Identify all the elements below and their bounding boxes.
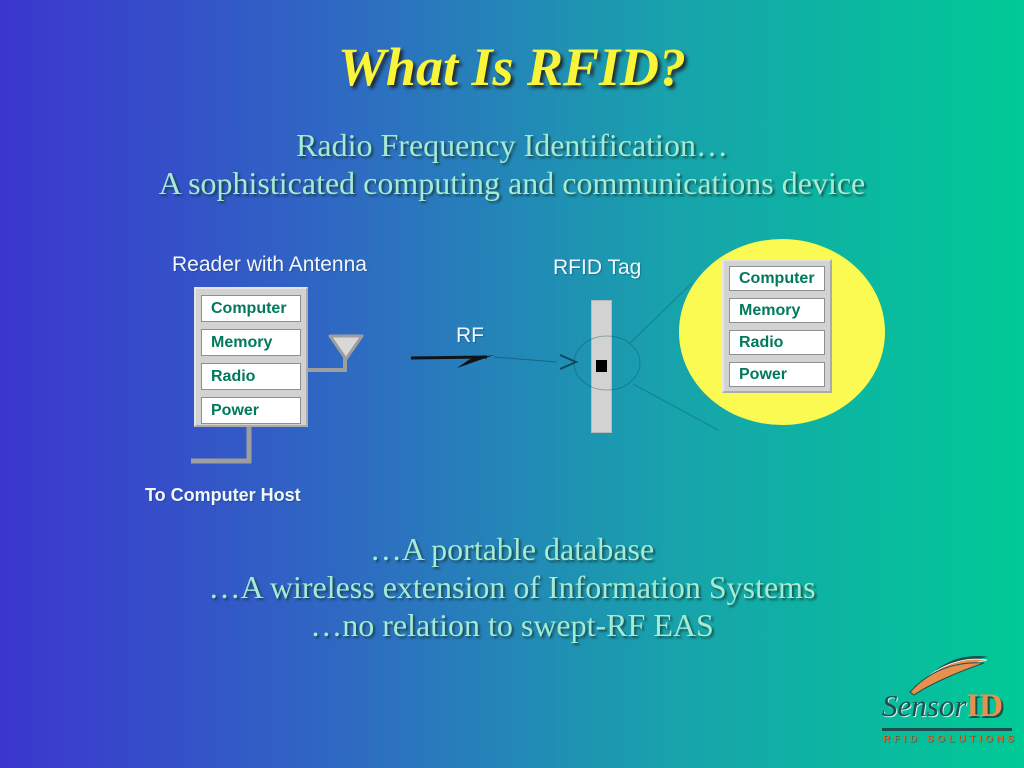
reader-label: Reader with Antenna bbox=[172, 253, 367, 276]
rfid-tag-bar bbox=[591, 300, 612, 433]
component-label: Power bbox=[211, 401, 260, 419]
host-connector-line bbox=[191, 427, 252, 464]
subtitle-line: A sophisticated computing and communicat… bbox=[158, 165, 866, 201]
component-label: Memory bbox=[211, 333, 273, 351]
subtitle-line: Radio Frequency Identification… bbox=[296, 127, 728, 163]
tag-chip bbox=[596, 360, 607, 372]
reader-component-row: Memory bbox=[201, 329, 301, 356]
bullet-line: …A portable database bbox=[369, 531, 655, 567]
beam-chevron-icon bbox=[559, 354, 579, 370]
bullet-line: …A wireless extension of Information Sys… bbox=[208, 569, 816, 605]
logo-tagline: RFID SOLUTIONS bbox=[883, 734, 1018, 745]
rf-label: RF bbox=[456, 324, 484, 347]
reader-component-row: Power bbox=[201, 397, 301, 424]
page-title: What Is RFID? bbox=[337, 37, 687, 97]
component-label: Computer bbox=[739, 269, 815, 287]
swoosh-icon bbox=[909, 656, 988, 696]
subtitle: Radio Frequency Identification… A sophis… bbox=[0, 126, 1024, 202]
bullet-line: …no relation to swept-RF EAS bbox=[310, 607, 714, 643]
logo-wordmark: SensorID bbox=[882, 688, 1003, 725]
component-label: Memory bbox=[739, 301, 801, 319]
logo-text-id: ID bbox=[966, 688, 1004, 724]
tag-component-row: Power bbox=[729, 362, 825, 387]
reader-component-row: Radio bbox=[201, 363, 301, 390]
reader-box: Computer Memory Radio Power bbox=[194, 287, 308, 427]
component-label: Computer bbox=[211, 299, 287, 317]
tag-label: RFID Tag bbox=[553, 256, 642, 279]
rf-arrow-icon bbox=[410, 355, 494, 368]
sensorid-logo: SensorID RFID SOLUTIONS bbox=[880, 654, 1018, 758]
tag-component-row: Computer bbox=[729, 266, 825, 291]
logo-text-sensor: Sensor bbox=[882, 688, 967, 723]
bullet-lines: …A portable database …A wireless extensi… bbox=[0, 530, 1024, 644]
component-label: Radio bbox=[739, 333, 784, 351]
logo-divider bbox=[882, 728, 1012, 731]
component-label: Power bbox=[739, 365, 788, 383]
rf-beam-line bbox=[493, 356, 558, 363]
host-label: To Computer Host bbox=[145, 485, 301, 505]
component-label: Radio bbox=[211, 367, 256, 385]
tag-component-row: Radio bbox=[729, 330, 825, 355]
tag-detail-stack: Computer Memory Radio Power bbox=[722, 259, 832, 393]
antenna-icon bbox=[308, 334, 364, 372]
tag-component-row: Memory bbox=[729, 298, 825, 323]
reader-component-row: Computer bbox=[201, 295, 301, 322]
